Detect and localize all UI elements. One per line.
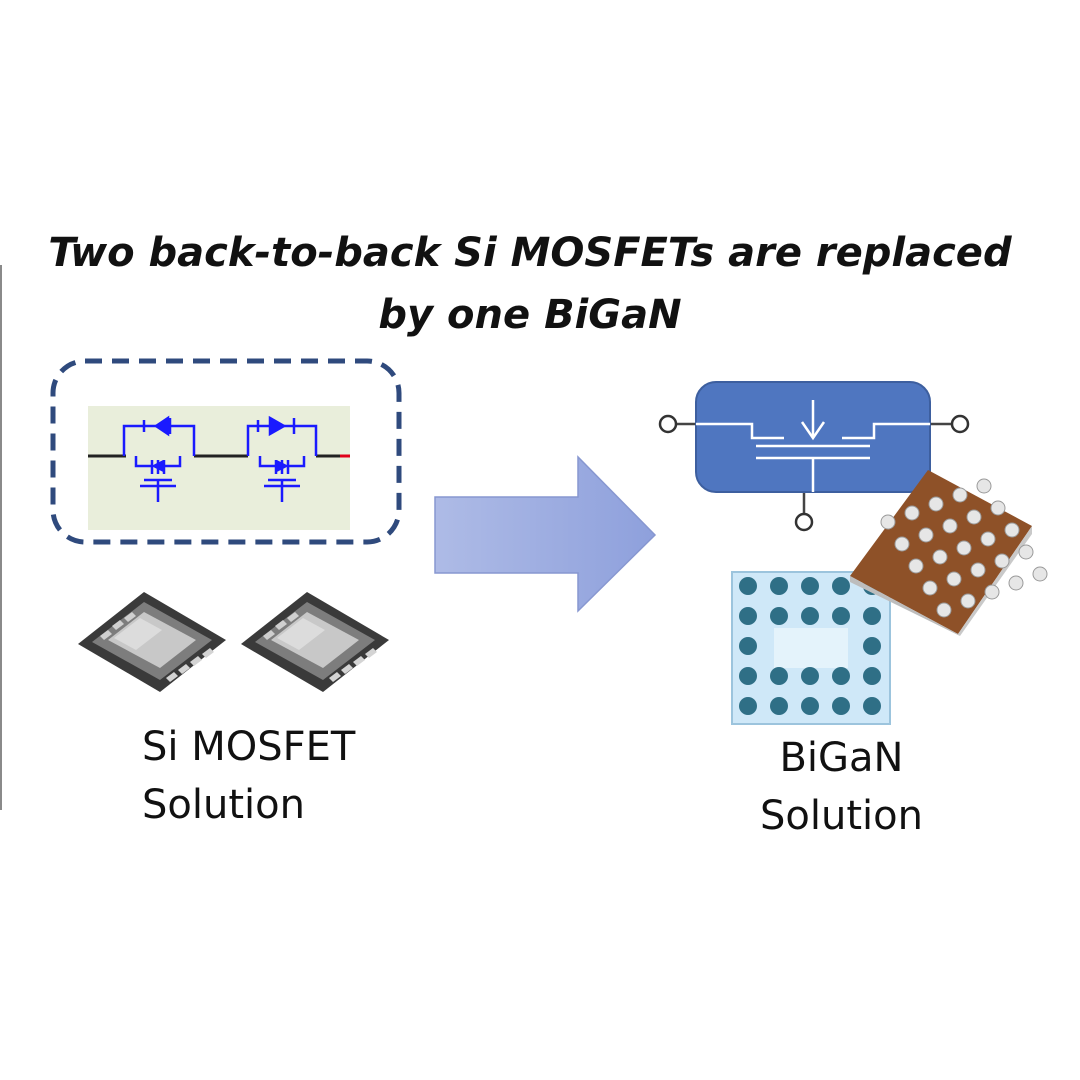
headline-line-1: Two back-to-back Si MOSFETs are replaced	[48, 230, 1012, 276]
chip-pad	[770, 577, 788, 595]
mosfet-package-icon	[241, 592, 389, 692]
chip-bump	[894, 536, 910, 552]
chip-pad	[770, 697, 788, 715]
chip-bump	[1032, 566, 1048, 582]
chip-pad	[863, 607, 881, 625]
back-to-back-mosfet-schematic	[88, 415, 350, 502]
chip-pad	[770, 667, 788, 685]
left-edge-line	[0, 265, 2, 810]
chip-bump	[1008, 575, 1024, 591]
mosfet-schematic-panel	[50, 358, 402, 545]
chip-bump	[928, 496, 944, 512]
bigan-caption-line-1: BiGaN	[779, 735, 904, 781]
bigan-caption: BiGaN Solution	[760, 729, 923, 845]
chip-pad	[832, 607, 850, 625]
chip-pad	[739, 697, 757, 715]
chip-pad	[832, 697, 850, 715]
chip-pad	[801, 607, 819, 625]
chip-bump	[984, 584, 1000, 600]
si-mosfet-caption-line-2: Solution	[142, 782, 305, 828]
chip-bump	[922, 580, 938, 596]
chip-bump	[960, 593, 976, 609]
chip-bump	[880, 514, 896, 530]
chip-bump	[936, 602, 952, 618]
chip-bump	[980, 531, 996, 547]
chip-pad	[801, 667, 819, 685]
bigan-symbol	[658, 381, 970, 532]
bigan-chip-iso-icon	[850, 470, 1048, 636]
right-arrow	[434, 455, 657, 613]
chip-pad	[801, 697, 819, 715]
si-mosfet-caption: Si MOSFET Solution	[142, 718, 355, 834]
chip-pad	[801, 577, 819, 595]
chip-pad	[863, 637, 881, 655]
chip-pad	[832, 577, 850, 595]
chip-bump	[1004, 522, 1020, 538]
headline: Two back-to-back Si MOSFETs are replaced…	[40, 222, 1020, 346]
chip-pad	[770, 607, 788, 625]
chip-bump	[918, 527, 934, 543]
headline-line-2: by one BiGaN	[378, 292, 682, 338]
chip-pad	[739, 607, 757, 625]
chip-bump	[932, 549, 948, 565]
dashed-frame	[50, 358, 402, 545]
chip-bump	[1018, 544, 1034, 560]
mosfet-package-2	[241, 592, 389, 692]
chip-pad	[739, 667, 757, 685]
chip-bump	[994, 553, 1010, 569]
chip-bump	[970, 562, 986, 578]
chip-bump-grid	[880, 478, 1048, 618]
mosfet-package-icon	[78, 592, 226, 692]
chip-bump	[976, 478, 992, 494]
chip-bump	[966, 509, 982, 525]
chip-pad	[863, 667, 881, 685]
chip-bump	[956, 540, 972, 556]
bigan-caption-line-2: Solution	[760, 793, 923, 839]
chip-bump	[904, 505, 920, 521]
schematic-background	[88, 406, 350, 530]
chip-bump	[942, 518, 958, 534]
chip-pad	[832, 667, 850, 685]
chip-pad	[863, 697, 881, 715]
chip-bump	[952, 487, 968, 503]
mosfet-package-1	[78, 592, 226, 692]
chip-bump	[990, 500, 1006, 516]
chip-pad	[739, 577, 757, 595]
chip-bump	[946, 571, 962, 587]
bigan-chip-top-icon	[731, 571, 891, 725]
chip-bump	[908, 558, 924, 574]
chip-pad	[739, 637, 757, 655]
si-mosfet-caption-line-1: Si MOSFET	[142, 724, 356, 770]
